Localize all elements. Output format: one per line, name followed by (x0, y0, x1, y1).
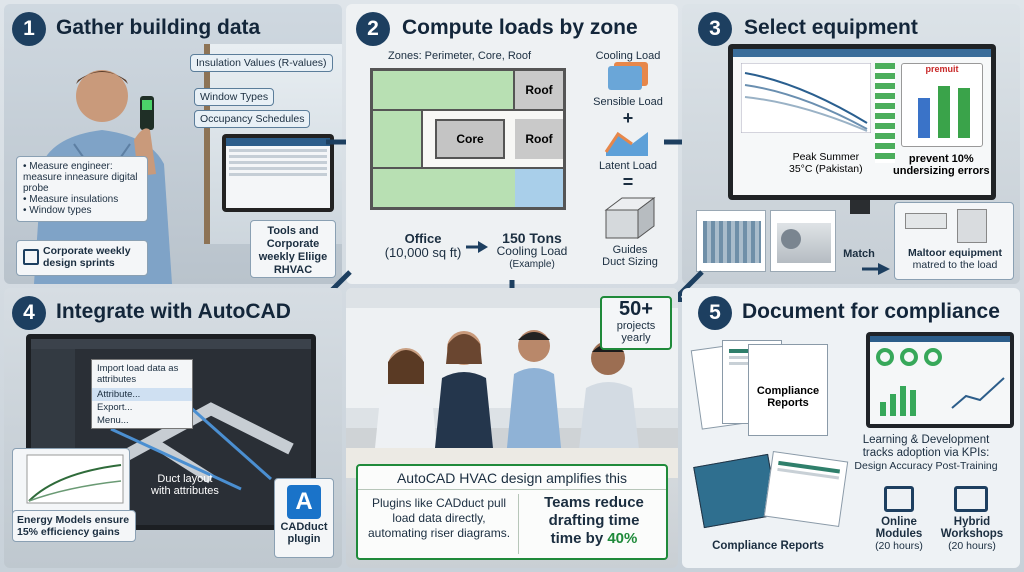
zone-perimeter-south (373, 167, 515, 207)
calendar-icon (23, 249, 39, 265)
binder (693, 453, 779, 529)
match-label: Match (843, 248, 875, 260)
amplify-card: AutoCAD HVAC design amplifies this Plugi… (356, 464, 668, 560)
monitor (222, 134, 334, 212)
tag-insulation: Insulation Values (R-values) (190, 54, 333, 72)
arrow-icon (466, 241, 488, 253)
sensible-load-label: Sensible Load (593, 96, 663, 108)
zone-roof-1: Roof (515, 71, 563, 111)
panel-compute-loads: 2 Compute loads by zone Zones: Perimeter… (346, 4, 678, 284)
equals-sign: = (622, 172, 634, 192)
panel-title-integrate: Integrate with AutoCAD (56, 300, 291, 323)
laptop-icon (884, 486, 914, 512)
tag-occupancy: Occupancy Schedules (194, 110, 311, 128)
cadduct-plugin: A CADduct plugin (274, 478, 334, 558)
floor-plan: Roof Roof Core (370, 68, 566, 210)
zone-perimeter-west (373, 111, 423, 167)
performance-curve (741, 63, 871, 133)
bullet-item: • Window types (23, 205, 92, 216)
import-context-menu: Import load data as attributes Attribute… (91, 359, 193, 429)
status-column (875, 63, 895, 163)
panel-team: 50+ projects yearly AutoCAD HVAC design … (346, 288, 678, 568)
menu-item-attribute[interactable]: Attribute... (92, 388, 192, 401)
panel-integrate-autocad: 4 Integrate with AutoCAD Import load dat… (4, 288, 342, 568)
energy-models-label: Energy Models ensure 15% efficiency gain… (12, 510, 136, 542)
users-icon (954, 486, 988, 512)
zone-core: Core (435, 119, 505, 159)
cooling-load-icon (608, 66, 642, 90)
step-number-3: 3 (698, 12, 732, 46)
zone-perimeter-east (515, 167, 563, 207)
cad-monitor: Import load data as attributes Attribute… (26, 334, 316, 530)
ahu-unit-image (770, 210, 836, 272)
plus-sign: + (622, 108, 634, 128)
step-number-2: 2 (356, 12, 390, 46)
panel-title-document: Document for compliance (742, 300, 1000, 323)
panel-title-compute: Compute loads by zone (402, 16, 638, 39)
office-label: Office(10,000 sq ft) (384, 231, 462, 260)
tools-box: Tools and Corporate weekly Eliige RHVAC (250, 220, 336, 278)
latent-load-icon (604, 131, 648, 156)
menu-item-export[interactable]: Export... (97, 402, 133, 413)
compliance-reports-label: Compliance Reports (712, 540, 824, 552)
premium-chart: premuit (901, 63, 983, 147)
report-sheet (763, 451, 849, 527)
panel-gather-data: 1 Gather building data Insulation Values… (4, 4, 342, 284)
panel-title-gather: Gather building data (56, 16, 261, 39)
step-number-1: 1 (12, 12, 46, 46)
menu-item-menu[interactable]: Menu... (97, 415, 129, 426)
chiller-unit-image (696, 210, 766, 272)
autocad-icon: A (287, 485, 321, 519)
duct-icon (604, 197, 656, 239)
tag-window-types: Window Types (194, 88, 275, 106)
panel-document-compliance: 5 Document for compliance Compliance Rep… (682, 288, 1020, 568)
amplify-title: AutoCAD HVAC design amplifies this (358, 466, 666, 490)
monitor-stand (850, 200, 870, 214)
zones-label: Zones: Perimeter, Core, Roof (388, 50, 532, 62)
compliance-report-doc: Compliance Reports (748, 344, 828, 436)
teams-text: Teams reduce drafting time time by 40% (544, 494, 644, 547)
plugins-text: Plugins like CADduct pull load data dire… (367, 496, 511, 540)
zone-perimeter-north (373, 71, 515, 111)
sprint-box: Corporate weekly design sprints (16, 240, 148, 276)
prevent-label: prevent 10%undersizing errors (893, 153, 990, 177)
bullet-item: • Measure engineer: measure inneasure di… (23, 161, 138, 194)
cooling-load-label: Cooling Load (595, 50, 661, 62)
step-number-4: 4 (12, 296, 46, 330)
bullet-list: • Measure engineer: measure inneasure di… (16, 156, 148, 222)
duct-isometric (98, 397, 294, 491)
panel-select-equipment: 3 Select equipment premuit (682, 4, 1020, 284)
kpi-dashboard (866, 332, 1014, 428)
zone-roof-2: Roof (515, 119, 563, 159)
step-number-5: 5 (698, 296, 732, 330)
arrow-icon (862, 263, 890, 275)
latent-load-label: Latent Load (598, 160, 658, 172)
energy-chart (26, 454, 124, 504)
bullet-item: • Measure insulations (23, 194, 119, 205)
panel-title-select: Select equipment (744, 16, 918, 39)
projects-badge: 50+ projects yearly (600, 296, 672, 350)
